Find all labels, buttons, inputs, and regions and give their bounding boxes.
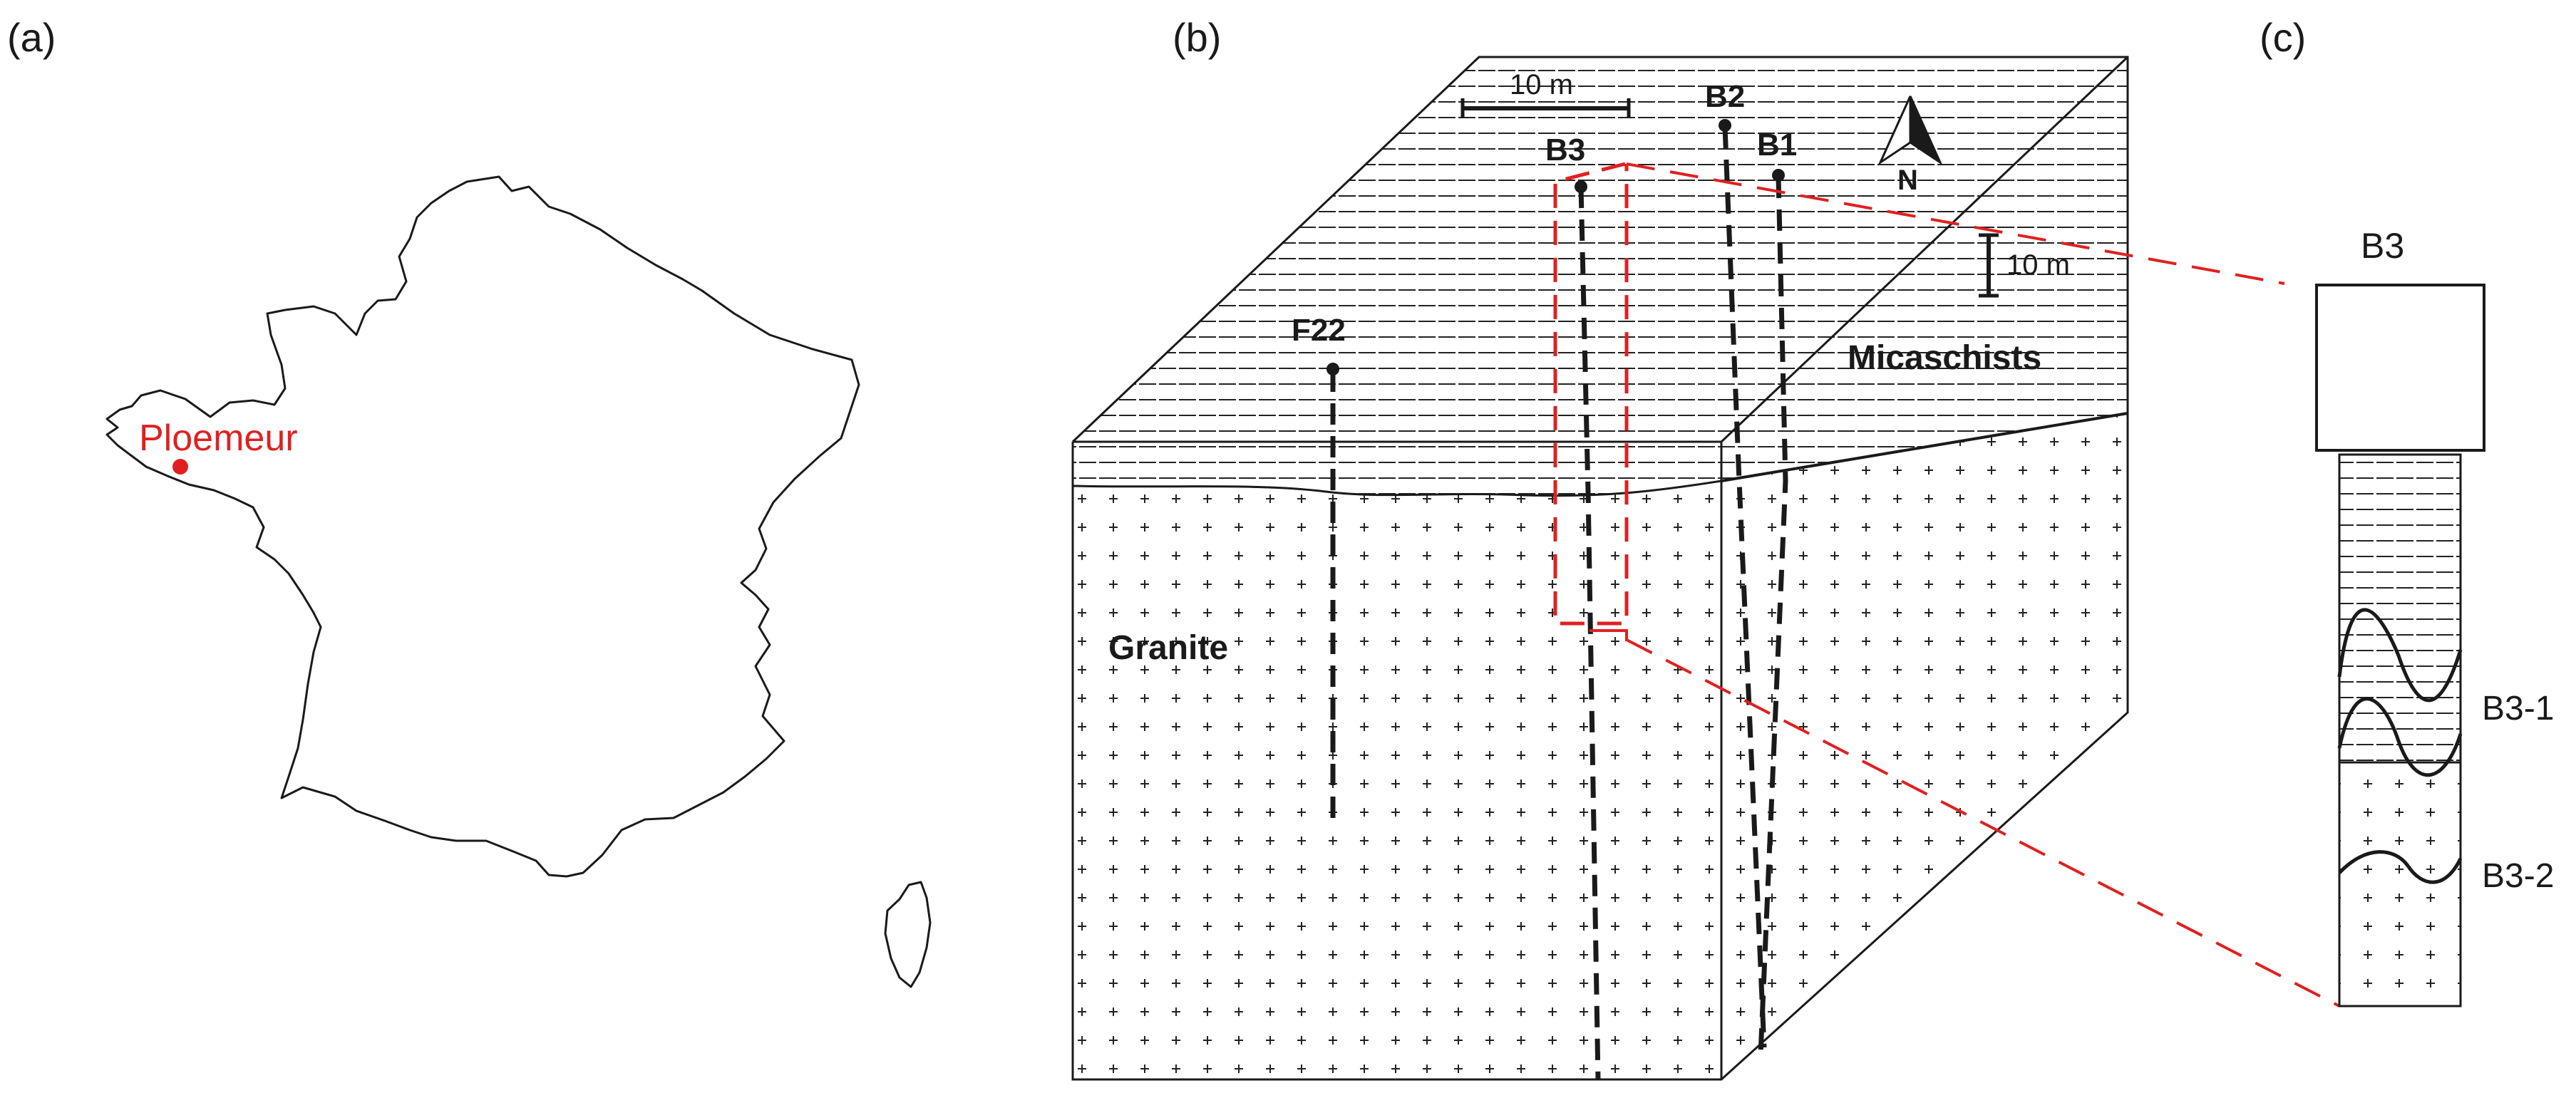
horizontal-scale-label: 10 m (1510, 69, 1573, 100)
connector-top (1626, 162, 2285, 285)
block-outline (1071, 56, 2129, 1081)
column-title: B3 (2361, 226, 2404, 266)
panel-label-c: (c) (2260, 15, 2306, 60)
block-edge-top-right (1720, 56, 2129, 443)
well-label-b1: B1 (1757, 128, 1797, 162)
france-outline (105, 175, 860, 878)
right-face-micaschist (1721, 57, 2128, 481)
fracture-trace-1 (2337, 608, 2463, 703)
right-face-granite (1721, 413, 2128, 1079)
well-b2: B2 (1705, 79, 1767, 1048)
well-label-f22: F22 (1292, 313, 1346, 348)
map-panel: Ploemeur (105, 175, 932, 988)
granite-label: Granite (1108, 629, 1228, 667)
micaschist-label: Micaschists (1848, 339, 2041, 377)
well-head-icon (1772, 169, 1785, 182)
column-outline (2338, 453, 2462, 1007)
column-granite (2339, 762, 2461, 1006)
well-head-icon (1719, 119, 1731, 132)
corsica-outline (884, 881, 932, 988)
well-head-icon (1575, 180, 1587, 193)
well-label-b3: B3 (1545, 133, 1585, 167)
vertical-scale-bar: 10 m (1979, 233, 2070, 298)
map-marker-icon (172, 459, 188, 475)
zone-label-b3-2: B3-2 (2482, 857, 2554, 895)
city-label: Ploemeur (139, 418, 298, 459)
borehole-column: B3 B3-1 B3-2 (2315, 226, 2554, 1007)
well-b3: B3 (1545, 133, 1601, 1080)
well-b1: B1 (1757, 128, 1797, 1055)
column-head-box (2315, 284, 2485, 452)
side-contact-line (1721, 412, 2128, 482)
block-diagram: F22 B3 B2 B1 10 m (1071, 56, 2340, 1081)
panel-label-b: (b) (1173, 15, 1221, 60)
b3-highlight-step (1590, 629, 1628, 641)
zone-label-b3-1: B3-1 (2482, 690, 2554, 727)
north-arrow-icon: N (1877, 95, 1943, 196)
column-micaschist (2339, 455, 2461, 762)
horizontal-scale-bar: 10 m (1460, 69, 1631, 118)
front-face (1073, 442, 1721, 1079)
front-contact-line (1072, 480, 1722, 497)
connector-bottom (1626, 638, 2340, 1007)
vertical-scale-label: 10 m (2006, 249, 2070, 281)
fracture-trace-3 (2338, 850, 2463, 884)
panel-label-a: (a) (7, 15, 56, 60)
well-label-b2: B2 (1705, 79, 1745, 114)
fracture-trace-2 (2337, 697, 2463, 777)
well-f22: F22 (1292, 313, 1346, 827)
b3-highlight-box (1553, 162, 1629, 626)
north-label: N (1897, 165, 1918, 196)
top-face (1073, 57, 2128, 442)
well-head-icon (1326, 363, 1339, 375)
